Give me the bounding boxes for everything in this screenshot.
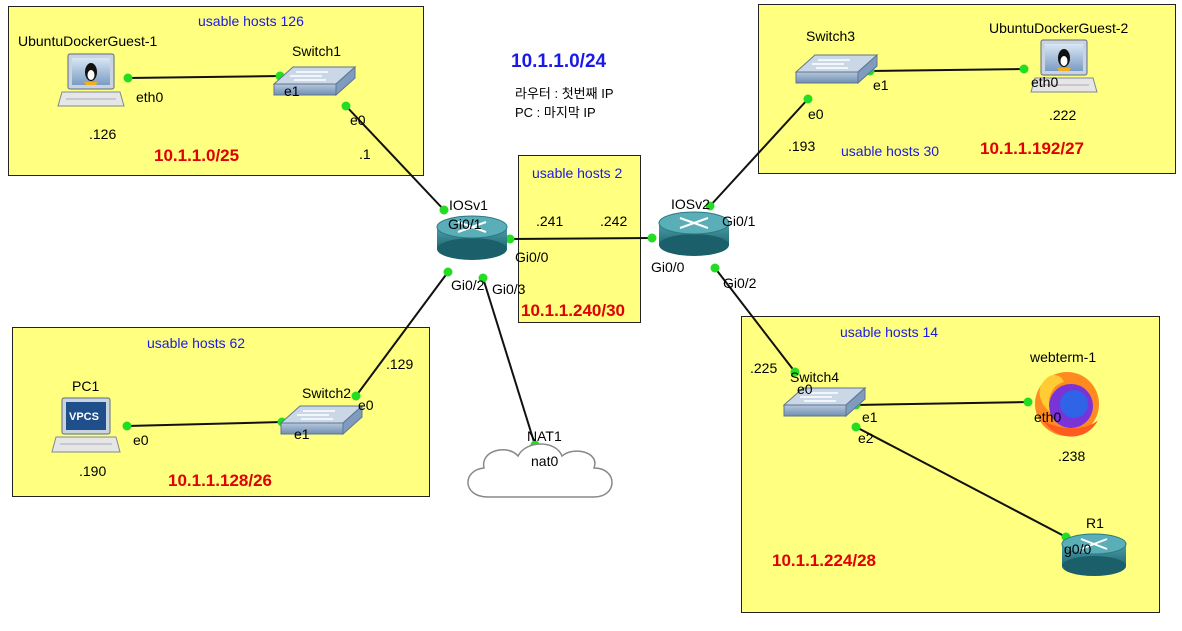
switch4-label: Switch4	[790, 369, 840, 385]
port-pc1-e0: e0	[133, 432, 149, 448]
ip-web: .238	[1058, 448, 1086, 464]
zone2-hosts: usable hosts 2	[532, 165, 623, 181]
ubuntu-host-2-icon[interactable]	[1030, 39, 1098, 93]
port-iosv1-gi02: Gi0/2	[451, 277, 485, 293]
ubuntu-host-1-icon[interactable]	[57, 53, 125, 107]
zone3-hosts: usable hosts 30	[841, 143, 940, 159]
network-title: 10.1.1.0/24	[511, 51, 607, 72]
port-iosv1-gi03: Gi0/3	[492, 281, 526, 297]
port-sw4-e1: e1	[862, 409, 878, 425]
pc1-icon[interactable]	[51, 397, 121, 453]
link-iosv2-switch3	[709, 98, 809, 207]
ubuntu1-label: UbuntuDockerGuest-1	[18, 33, 158, 49]
port-iosv1-gi00: Gi0/0	[515, 249, 549, 265]
port-iosv1-gi01: Gi0/1	[448, 216, 482, 232]
switch2-label: Switch2	[302, 385, 352, 401]
ip-pc1: .190	[79, 463, 107, 479]
port-sw1-e0: e0	[350, 112, 366, 128]
port-sw1-e1: e1	[284, 83, 300, 99]
ip-iosv2-gi02: .225	[750, 360, 778, 376]
zone1-subnet: 10.1.1.0/25	[154, 146, 240, 165]
zone4-hosts: usable hosts 62	[147, 335, 246, 351]
iosv1-label: IOSv1	[449, 197, 488, 213]
iosv1-router-icon[interactable]	[436, 215, 508, 260]
iosv2-router-icon[interactable]	[658, 211, 730, 256]
port-sw4-e0: e0	[797, 381, 813, 397]
ip-iosv1-gi00: .241	[536, 213, 564, 229]
link-pc1-switch2	[126, 421, 283, 427]
switch3-icon[interactable]	[794, 53, 879, 85]
port-u1-eth0: eth0	[136, 89, 164, 105]
switch3-label: Switch3	[806, 28, 856, 44]
ip-iosv2-gi00: .242	[600, 213, 628, 229]
ip-iosv1-gi01: .1	[359, 146, 371, 162]
subnet-zone-3	[758, 4, 1176, 174]
link-iosv1-nat1	[482, 277, 536, 446]
port-sw3-e0: e0	[808, 106, 824, 122]
port-sw4-e2: e2	[858, 430, 874, 446]
link-switch4-webterm	[855, 401, 1029, 406]
r1-router-icon[interactable]	[1061, 533, 1127, 576]
link-ubuntu1-switch1	[127, 75, 281, 79]
ip-u2: .222	[1049, 107, 1077, 123]
note-router: 라우터 : 첫번째 IP	[515, 86, 614, 101]
nat1-label: NAT1	[527, 428, 562, 444]
port-sw3-e1: e1	[873, 77, 889, 93]
ubuntu2-label: UbuntuDockerGuest-2	[989, 20, 1129, 36]
switch2-icon[interactable]	[279, 404, 364, 436]
webterm-firefox-icon[interactable]	[1035, 372, 1099, 437]
link-iosv1-switch2	[355, 271, 449, 397]
link-switch3-ubuntu2	[869, 68, 1025, 72]
port-u2-eth0: eth0	[1031, 74, 1059, 90]
note-pc: PC : 마지막 IP	[515, 105, 596, 120]
zone3-subnet: 10.1.1.192/27	[980, 139, 1084, 158]
port-iosv2-gi00: Gi0/0	[651, 259, 685, 275]
zone4-subnet: 10.1.1.128/26	[168, 471, 272, 490]
port-iosv2-gi02: Gi0/2	[723, 275, 757, 291]
switch1-label: Switch1	[292, 43, 342, 59]
ip-u1: .126	[89, 126, 117, 142]
switch1-icon[interactable]	[272, 65, 357, 97]
link-switch4-r1	[855, 426, 1067, 538]
port-iosv2-gi01: Gi0/1	[722, 213, 756, 229]
zone5-subnet: 10.1.1.224/28	[772, 551, 876, 570]
pc1-label: PC1	[72, 378, 100, 394]
webterm-label: webterm-1	[1030, 349, 1097, 365]
subnet-zone-1	[8, 6, 424, 176]
link-iosv2-switch4	[714, 267, 796, 373]
port-web-eth0: eth0	[1034, 409, 1062, 425]
zone1-hosts: usable hosts 126	[198, 13, 304, 29]
zone2-subnet: 10.1.1.240/30	[521, 301, 625, 320]
port-sw2-e0: e0	[358, 397, 374, 413]
nat-cloud-icon[interactable]	[467, 443, 613, 498]
port-sw2-e1: e1	[294, 426, 310, 442]
link-switch1-iosv1	[345, 105, 445, 211]
vpcs-badge: VPCS	[69, 411, 99, 423]
port-r1-g00: g0/0	[1064, 541, 1092, 557]
r1-label: R1	[1086, 515, 1104, 531]
links	[126, 68, 1067, 538]
ip-iosv2-gi01: .193	[788, 138, 816, 154]
port-nat0: nat0	[531, 453, 559, 469]
ip-iosv1-gi02: .129	[386, 356, 414, 372]
iosv2-label: IOSv2	[671, 196, 710, 212]
zone5-hosts: usable hosts 14	[840, 324, 939, 340]
switch4-icon[interactable]	[782, 386, 867, 418]
link-iosv1-iosv2	[509, 237, 653, 240]
